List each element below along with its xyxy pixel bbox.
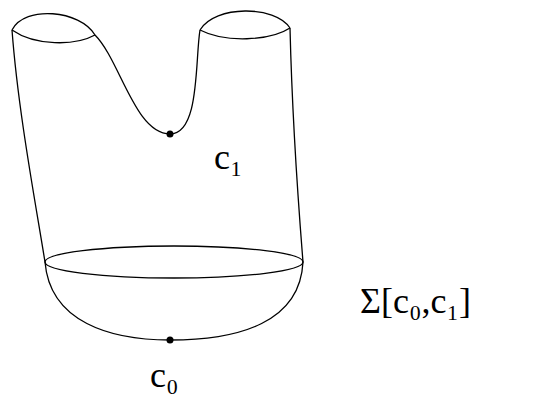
bottom-cap <box>45 262 303 340</box>
critical-value-label: c₀ <box>150 356 179 396</box>
surface-label: Σ[c₀,c₁] <box>360 282 471 322</box>
left-cap-top <box>12 14 95 35</box>
saddle-curve <box>95 30 200 134</box>
critical-value-label: c₁ <box>214 138 243 178</box>
left-cap-bottom <box>12 30 95 43</box>
right-cap-bottom <box>200 28 290 39</box>
critical-point <box>167 337 174 344</box>
left-side <box>12 30 45 262</box>
right-side <box>290 28 303 262</box>
right-cap-top <box>200 11 290 30</box>
critical-point <box>167 131 174 138</box>
waist-circle <box>45 246 303 278</box>
